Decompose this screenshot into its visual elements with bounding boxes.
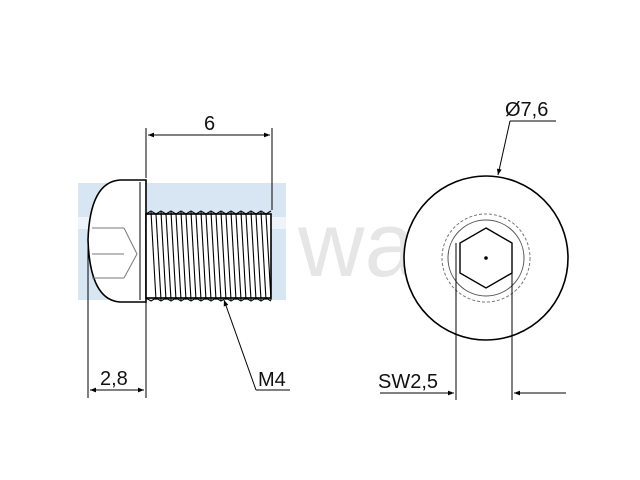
socket-chamfer-circle: [447, 219, 525, 297]
dimension-thread-length-label: 6: [204, 113, 215, 135]
side-view: [87, 179, 272, 303]
dimension-head-diameter-label: Ø7,6: [505, 99, 548, 121]
screw-head: [87, 179, 147, 303]
dimension-head-height-label: 2,8: [100, 368, 128, 390]
dimension-head-height: [87, 245, 147, 398]
thread-hidden-circle: [441, 213, 531, 303]
thread-crests: [145, 210, 272, 302]
center-point: [484, 256, 488, 260]
hex-socket-outline: [459, 227, 513, 289]
hex-socket-hidden: [92, 227, 138, 279]
thread-size-label: M4: [258, 369, 286, 391]
dimension-hex-socket-label: SW2,5: [378, 371, 438, 393]
top-view: [403, 175, 569, 341]
dimension-thread-length: [145, 128, 273, 210]
leader-thread-size: [223, 299, 290, 391]
dimension-hex-socket: [380, 243, 566, 400]
dimension-head-diameter: [496, 120, 556, 176]
